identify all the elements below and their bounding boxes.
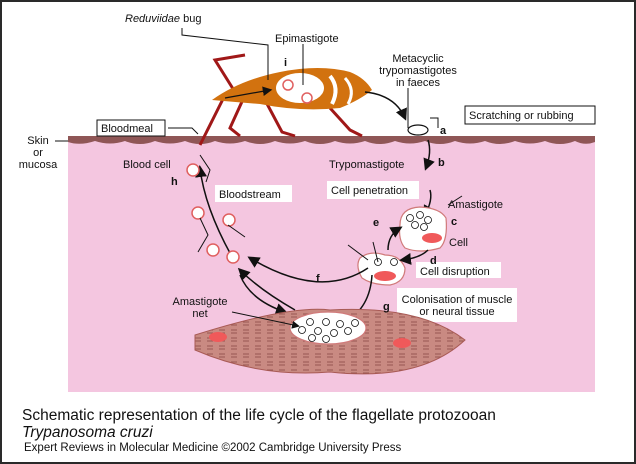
blood-cell (206, 243, 220, 257)
step-d: d (430, 255, 437, 267)
amastigote-net-label-1: Amastigote (172, 296, 227, 308)
figure-credit: Expert Reviews in Molecular Medicine ©20… (24, 442, 402, 454)
blood-cell (186, 163, 200, 177)
cell-penetration-label: Cell penetration (331, 185, 408, 197)
cell-label: Cell (449, 237, 468, 249)
step-h: h (171, 176, 178, 188)
metacyclic-label-3: in faeces (396, 77, 441, 89)
skin-label-1: Skin (27, 135, 48, 147)
trypomastigote-label: Trypomastigote (329, 159, 404, 171)
bug-label: Reduviidae bug (125, 13, 201, 25)
bloodmeal-box (96, 119, 166, 137)
step-c: c (451, 216, 457, 228)
metacyclic-label-1: Metacyclic (392, 53, 444, 65)
scratching-box (464, 105, 596, 125)
step-a: a (440, 125, 447, 137)
step-g: g (383, 301, 390, 313)
step-e: e (373, 217, 379, 229)
step-f: f (316, 273, 320, 285)
skin-label-3: mucosa (19, 159, 58, 171)
bloodstream-label: Bloodstream (219, 189, 281, 201)
caption-line-2: Trypanosoma cruzi (22, 424, 496, 441)
blood-cell-label: Blood cell (123, 159, 171, 171)
cell-disruption-label: Cell disruption (420, 266, 490, 278)
caption-line-1: Schematic representation of the life cyc… (22, 407, 496, 424)
amastigote-label: Amastigote (448, 199, 503, 211)
reduviidae-bug (198, 53, 372, 146)
skin-surface (68, 136, 595, 144)
faeces-blob (407, 124, 429, 136)
step-i: i (284, 57, 287, 69)
scratching-label: Scratching or rubbing (469, 110, 574, 122)
figure-caption: Schematic representation of the life cyc… (22, 407, 496, 441)
bloodmeal-label: Bloodmeal (101, 123, 153, 135)
blood-cell (191, 206, 205, 220)
metacyclic-label-2: trypomastigotes (379, 65, 457, 77)
colonisation-label-2: or neural tissue (419, 306, 494, 318)
blood-cell (222, 213, 236, 227)
skin-label-2: or (33, 147, 43, 159)
step-b: b (438, 157, 445, 169)
species-name: Trypanosoma cruzi (22, 424, 153, 441)
colonisation-label-1: Colonisation of muscle (402, 294, 513, 306)
blood-cell (226, 250, 240, 264)
amastigote-net-label-2: net (192, 308, 207, 320)
epimastigote-label: Epimastigote (275, 33, 339, 45)
